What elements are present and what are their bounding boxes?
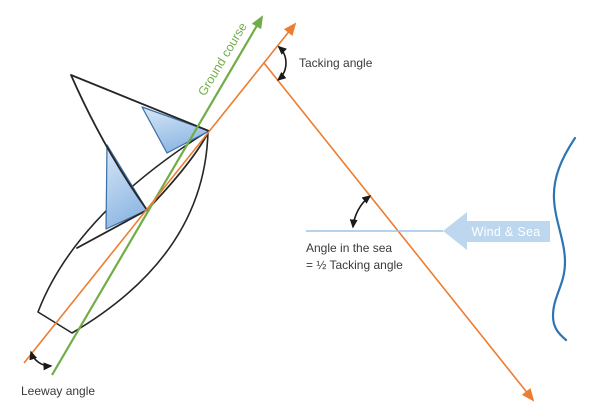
angle-in-sea-label: Angle in the sea = ½ Tacking angle [306,240,403,274]
wind-sea-block-arrow [443,212,550,250]
boat-hull [37,130,209,334]
boom-line [76,209,148,249]
angle-in-sea-label-line2: = ½ Tacking angle [306,258,403,272]
tacking-angle-label: Tacking angle [299,56,373,70]
wind-sea-label: Wind & Sea [471,225,541,239]
sea-wave-line [551,136,577,342]
main-sail [105,144,148,230]
leeway-angle-arc [29,350,53,371]
heading-course-arrow [23,22,297,364]
tacking-angle-arc [276,45,287,81]
angle-in-sea-label-line1: Angle in the sea [306,241,393,255]
leeway-angle-label: Leeway angle [21,384,96,398]
sea-angle-arc [349,195,372,229]
